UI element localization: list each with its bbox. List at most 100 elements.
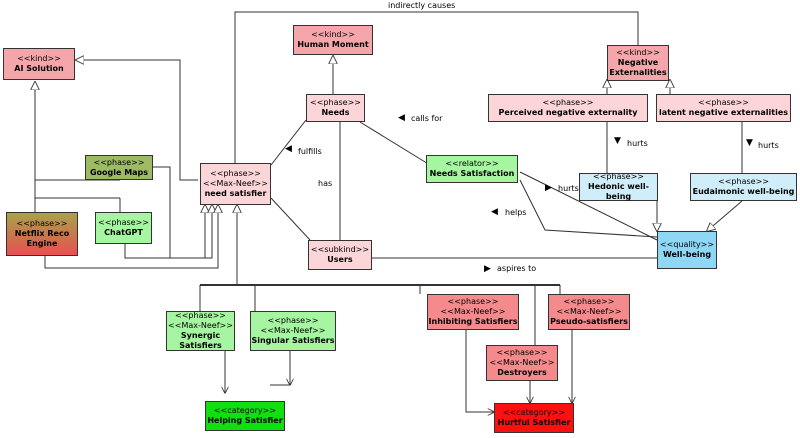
stereotype: <<phase>> (447, 297, 499, 306)
stereotype-2: <<Max-Neef>> (260, 326, 326, 335)
edge-hurts-ns (519, 171, 658, 241)
stereotype: <<phase>> (98, 218, 149, 227)
stereotype: <<phase>> (563, 297, 615, 306)
node-destroyers[interactable]: <<phase>> <<Max-Neef>> Destroyers (486, 345, 558, 381)
stereotype: <<kind>> (17, 54, 61, 63)
hurts-arrow-icon-2: ▼ (746, 138, 753, 148)
node-inhibiting-satisfiers[interactable]: <<phase>> <<Max-Neef>> Inhibiting Satisf… (427, 294, 519, 330)
stereotype: <<phase>> (175, 311, 226, 320)
edge-satisfier-users (270, 197, 311, 241)
node-well-being[interactable]: <<quality>> Well-being (657, 231, 717, 269)
edge-inhibiting-hurtful (465, 328, 494, 412)
node-title: Helping Satisfier (207, 416, 283, 425)
node-title: Perceived negative externality (498, 108, 638, 117)
node-helping-satisfier[interactable]: <<category>> Helping Satisfier (205, 401, 285, 431)
stereotype: <<quality>> (659, 240, 715, 249)
node-title: latent negative externalities (658, 108, 789, 117)
stereotype: <<phase>> (310, 98, 361, 107)
node-title: Hedonic well-being (588, 182, 649, 201)
edge-google-satisfier (153, 166, 205, 259)
stereotype: <<phase>> (267, 316, 319, 325)
node-title: AI Solution (14, 64, 64, 73)
stereotype-2: <<Max-Neef>> (203, 179, 268, 188)
node-netflix-reco-engine[interactable]: <<phase>> Netflix Reco Engine (6, 212, 78, 256)
node-title: Needs (321, 108, 350, 117)
hurts-arrow-icon-1: ▼ (614, 136, 621, 146)
label-helps: helps (505, 208, 527, 217)
node-perceived-negative-externality[interactable]: <<phase>> Perceived negative externality (488, 94, 648, 122)
node-title: Hurtful Satisfier (497, 418, 571, 427)
stereotype: <<relator>> (445, 159, 499, 168)
stereotype-2: <<Max-Neef>> (440, 307, 506, 316)
stereotype: <<kind>> (311, 30, 355, 39)
node-title: Singular Satisfiers (251, 336, 335, 345)
node-needs-satisfaction[interactable]: <<relator>> Needs Satisfaction (426, 155, 518, 183)
node-title: Netflix Reco Engine (14, 229, 70, 248)
label-calls-for: calls for (411, 114, 443, 123)
stereotype: <<category>> (502, 408, 566, 417)
label-hurts-2: hurts (758, 141, 779, 150)
stereotype: <<phase>> (593, 172, 644, 181)
node-title: Users (327, 255, 353, 264)
node-need-satisfier[interactable]: <<phase>> <<Max-Neef>> need satisfier (200, 163, 271, 205)
helps-arrow-icon: ◀ (491, 207, 498, 217)
node-title: Eudaimonic well-being (692, 187, 795, 196)
node-ai-solution[interactable]: <<kind>> AI Solution (3, 48, 75, 80)
edge-indirectly-causes (234, 11, 639, 165)
edge-netflix-satisfier (44, 205, 218, 269)
node-hedonic-well-being[interactable]: <<phase>> Hedonic well-being (579, 172, 658, 201)
stereotype: <<phase>> (93, 157, 145, 167)
label-hurts-3: hurts (558, 184, 579, 193)
node-google-maps[interactable]: <<phase>> Google Maps (85, 155, 153, 180)
node-title: Negative Externalities (609, 58, 667, 77)
aspires-to-arrow-icon: ▶ (484, 264, 491, 274)
edge-satisfier-ai (76, 60, 198, 181)
node-needs[interactable]: <<phase>> Needs (306, 94, 365, 122)
stereotype-2: <<Max-Neef>> (556, 307, 622, 316)
stereotype: <<phase>> (496, 348, 548, 357)
node-title: Human Moment (297, 40, 369, 49)
stereotype: <<kind>> (616, 48, 660, 57)
stereotype: <<category>> (213, 406, 277, 415)
node-latent-negative-externalities[interactable]: <<phase>> latent negative externalities (656, 94, 791, 122)
node-title: Well-being (662, 250, 712, 259)
node-title: Inhibiting Satisfiers (428, 317, 518, 326)
node-pseudo-satisfiers[interactable]: <<phase>> <<Max-Neef>> Pseudo-satisfiers (548, 294, 630, 330)
stereotype: <<phase>> (16, 219, 68, 228)
edge-chatgpt-satisfier (124, 205, 212, 259)
node-eudaimonic-well-being[interactable]: <<phase>> Eudaimonic well-being (690, 173, 797, 201)
calls-for-arrow-icon: ◀ (398, 113, 405, 123)
node-synergic-satisfiers[interactable]: <<phase>> <<Max-Neef>> Synergic Satisfie… (166, 311, 235, 351)
node-title: Pseudo-satisfiers (550, 317, 628, 326)
node-hurtful-satisfier[interactable]: <<category>> Hurtful Satisfier (494, 403, 574, 433)
node-title: need satisfier (204, 189, 267, 198)
node-users[interactable]: <<subkind>> Users (308, 240, 372, 270)
stereotype-2: <<Max-Neef>> (168, 321, 233, 330)
fulfills-arrow-icon: ◀ (285, 144, 292, 154)
label-fulfills: fulfills (298, 147, 322, 156)
edge-helps (519, 179, 658, 238)
edge-fulfills (270, 119, 307, 166)
stereotype-2: <<Max-Neef>> (489, 358, 555, 367)
node-title: ChatGPT (104, 228, 143, 237)
node-human-moment[interactable]: <<kind>> Human Moment (293, 25, 373, 55)
edge-calls-for (359, 121, 431, 166)
stereotype: <<phase>> (698, 98, 749, 107)
label-has: has (318, 179, 333, 188)
hurts-arrow-icon-3: ▶ (545, 183, 552, 193)
node-title: Google Maps (89, 167, 149, 177)
label-hurts-1: hurts (627, 139, 648, 148)
node-singular-satisfiers[interactable]: <<phase>> <<Max-Neef>> Singular Satisfie… (250, 311, 336, 351)
label-indirectly-causes: indirectly causes (388, 1, 456, 10)
stereotype: <<phase>> (542, 98, 594, 107)
edge-eudaimonic-wb (707, 200, 743, 231)
stereotype: <<subkind>> (310, 245, 370, 254)
node-title: Destroyers (497, 368, 547, 377)
node-negative-externalities[interactable]: <<kind>> Negative Externalities (607, 45, 669, 81)
stereotype: <<phase>> (210, 169, 261, 178)
node-title: Synergic Satisfiers (179, 331, 222, 350)
node-chatgpt[interactable]: <<phase>> ChatGPT (95, 212, 152, 244)
stereotype: <<phase>> (718, 177, 769, 186)
